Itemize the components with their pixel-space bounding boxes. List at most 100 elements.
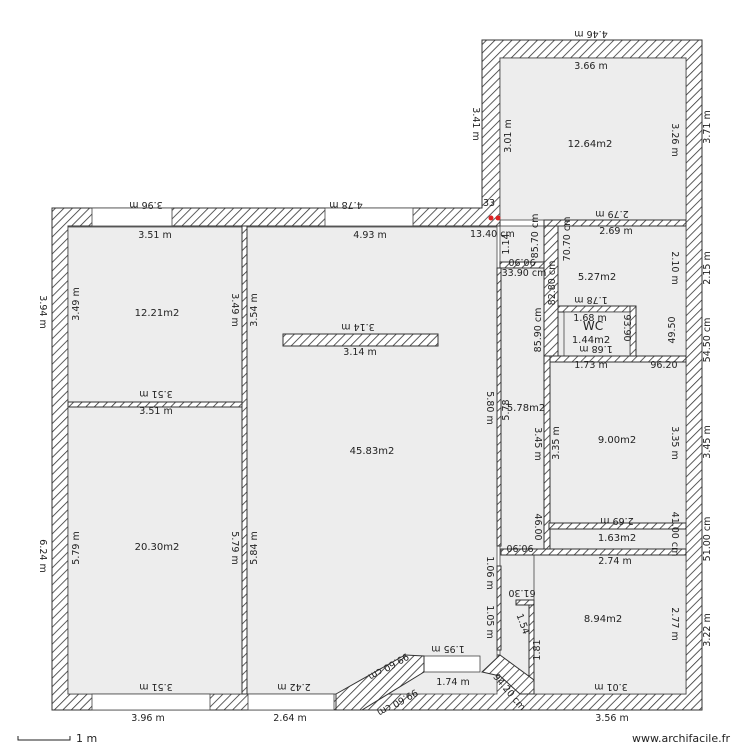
area-corridor: 5.78m2: [507, 403, 545, 414]
dim-partition-top: 3.14 m: [341, 321, 374, 332]
dim-bedroom-bottom-top: 3.51 m: [139, 406, 172, 417]
watermark: www.archifacile.fr: [632, 732, 730, 745]
dim-left-outer-bottom: 6.24 m: [37, 539, 48, 572]
scale-bar: [17, 736, 71, 741]
area-room-right-mid: 9.00m2: [598, 435, 636, 446]
floor-living: [246, 226, 498, 695]
floor-room-right-mid: [548, 360, 687, 524]
dim-top-right-outer: 4.46 m: [574, 28, 607, 39]
dim-hall-top: 13.40 cm: [470, 229, 515, 240]
dim-door-w-out: 1.74 m: [436, 677, 469, 688]
dim-living-left-bottom: 5.84 m: [249, 531, 260, 564]
dim-closet-side: 46.00: [532, 513, 543, 540]
scale-label: 1 m: [76, 732, 97, 745]
dim-r2-left-b: 70.70 cm: [562, 217, 573, 262]
dim-r3-out: 3.45 m: [702, 425, 713, 458]
dim-right-outer-left: 3.41 m: [470, 107, 481, 140]
dim-corr-lower-d: 61.30: [508, 587, 535, 598]
openings: [91, 207, 535, 711]
dim-wc-side2: 49.50: [667, 316, 678, 343]
dim-living-bottom-outer: 2.64 m: [273, 713, 306, 724]
dim-corr-right: 96.20: [650, 360, 677, 371]
dim-door-w: 1.95 m: [431, 643, 464, 654]
dim-living-bottom-in: 2.42 m: [277, 681, 310, 692]
dim-left-outer-top: 3.94 m: [37, 295, 48, 328]
dim-r2-left-a: 85.70 cm: [530, 214, 541, 259]
window-top-mid: [324, 207, 414, 227]
dim-corr-lower-b: 1.06 m: [484, 556, 495, 589]
floors: [67, 57, 687, 695]
dim-living-left-top: 3.54 m: [249, 293, 260, 326]
wall-wc-box: [557, 305, 637, 313]
dim-r2-left-c: 82.80 cm: [547, 261, 558, 306]
floor-bedroom-bottom: [67, 405, 243, 695]
window-top-left: [91, 207, 173, 227]
dim-closet-top: 2.69 m: [600, 515, 633, 526]
dim-r3-h2: 3.35 m: [669, 426, 680, 459]
area-room-top-right: 12.64m2: [568, 139, 613, 150]
wall-diagonal-left: [335, 654, 425, 711]
dim-r3-top: 1.73 m: [574, 360, 607, 371]
floor-room-right-bottom: [533, 554, 687, 695]
dim-hall-top-h: 33: [483, 198, 495, 209]
dim-bedroom-top-bottom: 3.51 m: [139, 388, 172, 399]
dim-r4-h2: 1.81: [532, 639, 543, 660]
dim-top-left-outer: 3.96 m: [129, 199, 162, 210]
marker-dot: [488, 215, 494, 221]
dim-r4-bottom-in: 3.01 m: [594, 681, 627, 692]
dim-closet-side2: 41.00 cm: [669, 512, 680, 557]
wall-diagonal-right: [480, 654, 535, 695]
dim-wc-bot: 1.68 m: [579, 343, 612, 354]
dim-bedroom-bottom-in: 3.51 m: [139, 681, 172, 692]
dim-bedroom-top-w: 3.51 m: [138, 230, 171, 241]
area-room-right-upper: 5.27m2: [578, 272, 616, 283]
dim-r3-left: 3.45 m: [532, 427, 543, 460]
dim-corr-33: 33.90 cm: [502, 268, 547, 279]
interior-walls: [67, 219, 687, 695]
dim-corridor-h: 5.78: [501, 399, 512, 420]
dim-bottom-left-outer: 3.96 m: [131, 713, 164, 724]
floor-wc: [563, 311, 631, 357]
dim-corr-90: 90.90: [508, 256, 535, 267]
dim-r4-h: 2.77 m: [669, 607, 680, 640]
floor-bedroom-top: [67, 226, 243, 403]
wc-label: WC: [583, 319, 603, 333]
dim-living-w: 4.93 m: [353, 230, 386, 241]
dim-closet-out: 51.00 cm: [702, 517, 713, 562]
window-bottom-mid: [247, 693, 335, 711]
floor-room-top-right: [499, 57, 687, 221]
area-labels: 12.21m2 20.30m2 45.83m2 12.64m2 5.27m2 W…: [135, 139, 637, 625]
dim-bedroom-top-h2: 3.49 m: [229, 293, 240, 326]
dim-wc-top-out: 1.78 m: [574, 294, 607, 305]
dim-corr-lower-c: 1.05 m: [484, 605, 495, 638]
dim-r4-bottom-out: 3.56 m: [595, 713, 628, 724]
dim-closet-bot: 2.74 m: [598, 556, 631, 567]
area-closet: 1.63m2: [598, 533, 636, 544]
wall-living-corridor: [496, 267, 502, 547]
dim-right-top-h: 3.01 m: [503, 119, 514, 152]
dim-living-right: 5.80 m: [484, 391, 495, 424]
wall-living-corridor-low: [496, 565, 502, 651]
footer: 1 m www.archifacile.fr: [17, 732, 730, 745]
area-bedroom-bottom: 20.30m2: [135, 542, 180, 553]
area-living: 45.83m2: [350, 446, 395, 457]
wall-small-step: [515, 599, 535, 606]
dim-corr-lower-a: 90.90: [506, 542, 533, 553]
dim-r3-h: 3.35 m: [551, 426, 562, 459]
dim-r2-out: 2.15 m: [702, 251, 713, 284]
wall-top-right-bottom: [543, 219, 687, 227]
dim-partition-bottom: 3.14 m: [343, 347, 376, 358]
door-entry: [423, 655, 481, 673]
dim-r2-h: 2.10 m: [669, 251, 680, 284]
wall-closet-top: [548, 522, 687, 530]
dimension-labels: 3.96 m 4.78 m 4.46 m 3.51 m 3.49 m 3.49 …: [37, 28, 713, 724]
dim-bedroom-bottom-h2: 5.79 m: [229, 531, 240, 564]
dim-right-top-h2: 3.26 m: [669, 123, 680, 156]
dim-r2-top: 2.69 m: [599, 226, 632, 237]
dim-right-top-w: 3.66 m: [574, 61, 607, 72]
dim-bedroom-top-h: 3.49 m: [71, 287, 82, 320]
dim-right-outer-top: 3.71 m: [702, 110, 713, 143]
dim-wc-side: 93.90: [621, 314, 632, 341]
dim-bedroom-bottom-h: 5.79 m: [71, 531, 82, 564]
